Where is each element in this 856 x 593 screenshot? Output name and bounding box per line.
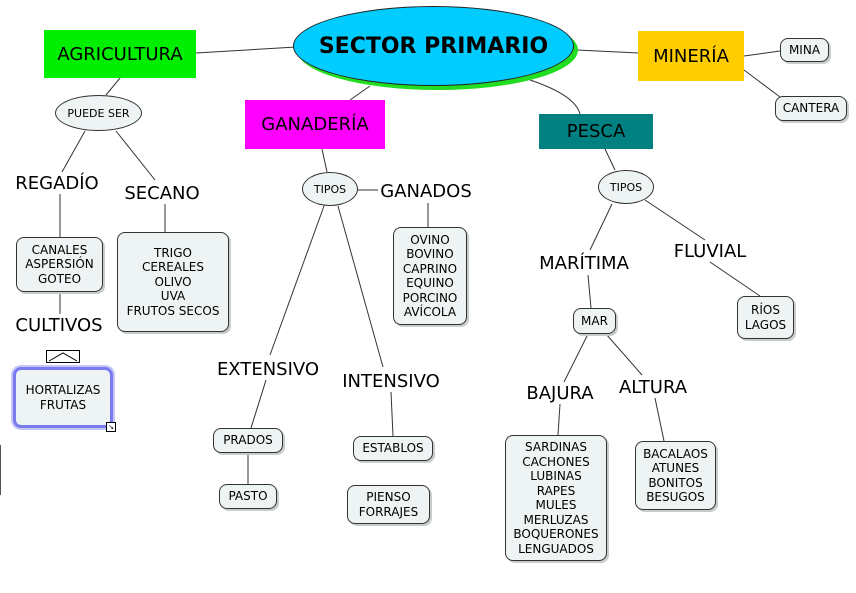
intensivo-concept[interactable]: INTENSIVO xyxy=(336,370,446,392)
regadio-items-text: CANALES ASPERSIÓN GOTEO xyxy=(25,242,94,286)
secano-items-box[interactable]: TRIGO CEREALES OLIVO UVA FRUTOS SECOS xyxy=(117,232,229,332)
ganaderia-node[interactable]: GANADERÍA xyxy=(245,100,385,149)
cantera-text: CANTERA xyxy=(782,101,840,116)
agricultura-label: AGRICULTURA xyxy=(57,43,183,65)
altura-concept[interactable]: ALTURA xyxy=(613,376,693,398)
bajura-items-box[interactable]: SARDINAS CACHONES LUBINAS RAPES MULES ME… xyxy=(505,435,607,561)
fluvial-text: FLUVIAL xyxy=(673,240,747,262)
connector-fluvial-items xyxy=(709,261,761,297)
mar-text: MAR xyxy=(581,313,608,328)
expand-link-icon[interactable] xyxy=(46,350,80,364)
connector-title-pesca xyxy=(529,79,581,115)
connector-title-ganaderia xyxy=(349,85,371,101)
altura-items-box[interactable]: BACALAOS ATUNES BONITOS BESUGOS xyxy=(635,441,716,510)
connector-pesca-tipos xyxy=(604,148,616,171)
pesca-tipos-link[interactable]: TIPOS xyxy=(598,170,654,204)
extensivo-text: EXTENSIVO xyxy=(216,358,320,380)
secano-items-text: TRIGO CEREALES OLIVO UVA FRUTOS SECOS xyxy=(126,245,220,318)
regadio-text: REGADÍO xyxy=(15,172,99,194)
intensivo-text: INTENSIVO xyxy=(342,370,440,392)
cantera-box[interactable]: CANTERA xyxy=(775,96,847,121)
connector-mar-bajura xyxy=(563,333,589,383)
resize-handle-icon[interactable]: ↘ xyxy=(106,422,116,432)
mineria-node[interactable]: MINERÍA xyxy=(638,31,744,81)
mar-box[interactable]: MAR xyxy=(573,308,616,334)
regadio-items-box[interactable]: CANALES ASPERSIÓN GOTEO xyxy=(16,237,103,292)
maritima-text: MARÍTIMA xyxy=(539,253,629,274)
connector-altura-items xyxy=(654,397,665,442)
mina-text: MINA xyxy=(788,42,821,57)
puede-ser-text: PUEDE SER xyxy=(67,106,130,120)
pesca-node[interactable]: PESCA xyxy=(539,114,653,149)
title-node[interactable]: SECTOR PRIMARIO xyxy=(293,6,574,86)
connector-tipos-fluvial xyxy=(644,199,706,241)
extensivo-concept[interactable]: EXTENSIVO xyxy=(212,358,324,380)
prados-text: PRADOS xyxy=(223,433,273,448)
pasto-text: PASTO xyxy=(228,489,268,504)
connector-mineria-cantera xyxy=(743,69,781,98)
bajura-concept[interactable]: BAJURA xyxy=(520,382,600,404)
fluvial-items-text: RÍOS LAGOS xyxy=(744,303,787,332)
connector-tipos-extensivo xyxy=(269,205,325,356)
title-text: SECTOR PRIMARIO xyxy=(318,33,549,59)
cultivos-concept[interactable]: CULTIVOS xyxy=(8,314,110,336)
establos-text: ESTABLOS xyxy=(362,441,424,456)
pesca-tipos-text: TIPOS xyxy=(609,180,643,194)
cultivos-text: CULTIVOS xyxy=(15,314,103,336)
ganados-items-text: OVINO BOVINO CAPRINO EQUINO PORCINO AVÍC… xyxy=(402,232,458,320)
regadio-concept[interactable]: REGADÍO xyxy=(10,172,104,194)
secano-text: SECANO xyxy=(124,182,200,204)
connector-intensivo-establos xyxy=(390,391,394,437)
altura-text: ALTURA xyxy=(618,376,688,398)
pasto-box[interactable]: PASTO xyxy=(219,484,277,509)
ganaderia-tipos-text: TIPOS xyxy=(313,182,347,196)
ganaderia-tipos-link[interactable]: TIPOS xyxy=(302,172,358,206)
connector-title-mineria xyxy=(576,49,639,54)
connector-ganaderia-tipos xyxy=(321,148,328,173)
connector-title-agricultura xyxy=(195,46,297,54)
puede-ser-link[interactable]: PUEDE SER xyxy=(55,95,142,131)
connector-agricultura-puedeser xyxy=(105,77,121,96)
fluvial-items-box[interactable]: RÍOS LAGOS xyxy=(737,296,794,339)
altura-items-text: BACALAOS ATUNES BONITOS BESUGOS xyxy=(643,446,708,505)
connector-maritima-mar xyxy=(587,274,592,309)
cultivos-items-text: HORTALIZAS FRUTAS xyxy=(25,383,101,412)
left-edge-marker xyxy=(0,445,1,495)
prados-box[interactable]: PRADOS xyxy=(213,428,283,453)
connector-bajura-items xyxy=(557,403,561,436)
cultivos-items-box[interactable]: HORTALIZAS FRUTAS xyxy=(13,367,113,428)
ganados-text: GANADOS xyxy=(380,181,472,202)
connector-mar-altura xyxy=(605,333,643,376)
ganados-concept[interactable]: GANADOS xyxy=(378,180,474,203)
establos-box[interactable]: ESTABLOS xyxy=(353,436,433,461)
connector-tipos-maritima xyxy=(589,203,613,251)
connector-puedeser-secano xyxy=(115,130,156,181)
maritima-concept[interactable]: MARÍTIMA xyxy=(533,252,635,275)
agricultura-node[interactable]: AGRICULTURA xyxy=(44,30,196,78)
pesca-label: PESCA xyxy=(566,121,626,142)
bajura-items-text: SARDINAS CACHONES LUBINAS RAPES MULES ME… xyxy=(513,440,599,556)
mineria-label: MINERÍA xyxy=(653,45,729,67)
secano-concept[interactable]: SECANO xyxy=(120,181,204,205)
mina-box[interactable]: MINA xyxy=(780,38,829,62)
pienso-text: PIENSO FORRAJES xyxy=(358,490,419,519)
bajura-text: BAJURA xyxy=(526,382,594,404)
connector-extensivo-prados xyxy=(250,379,267,429)
ganaderia-label: GANADERÍA xyxy=(261,114,369,135)
connector-tipos-intensivo xyxy=(337,205,384,368)
fluvial-concept[interactable]: FLUVIAL xyxy=(668,240,752,262)
ganados-items-box[interactable]: OVINO BOVINO CAPRINO EQUINO PORCINO AVÍC… xyxy=(393,227,467,325)
connector-mineria-mina xyxy=(743,50,781,57)
pienso-box[interactable]: PIENSO FORRAJES xyxy=(347,485,430,524)
connector-puedeser-regadio xyxy=(61,130,86,173)
